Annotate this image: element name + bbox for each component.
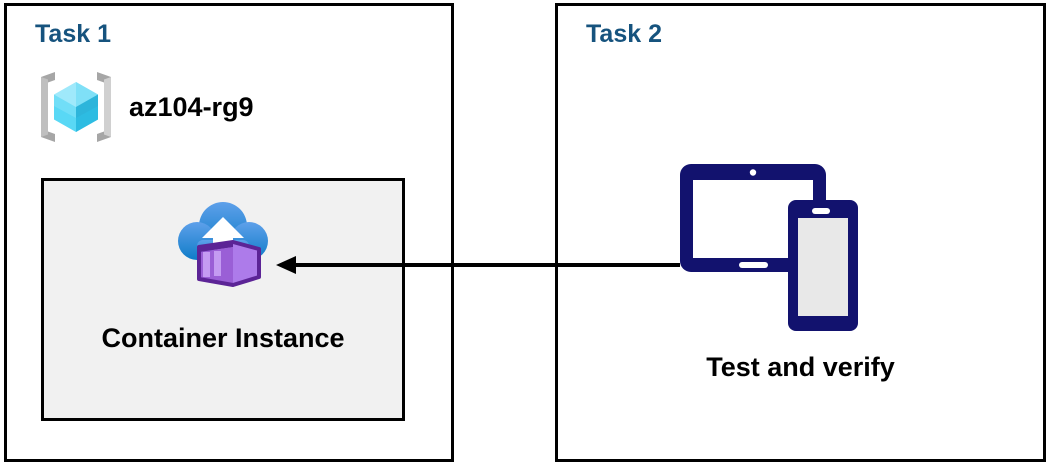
resource-group-row: az104-rg9 <box>37 68 254 146</box>
panel-task-2: Task 2 <box>555 3 1046 462</box>
azure-resource-group-icon <box>37 68 115 146</box>
panel-task-1: Task 1 <box>4 3 454 462</box>
panel-task-1-title: Task 1 <box>35 20 111 48</box>
container-instance-label: Container Instance <box>101 323 345 353</box>
test-and-verify-label: Test and verify <box>706 352 895 382</box>
panel-task-2-title: Task 2 <box>586 20 662 48</box>
container-instance-box: Container Instance <box>41 178 405 421</box>
resource-group-name: az104-rg9 <box>129 91 254 122</box>
